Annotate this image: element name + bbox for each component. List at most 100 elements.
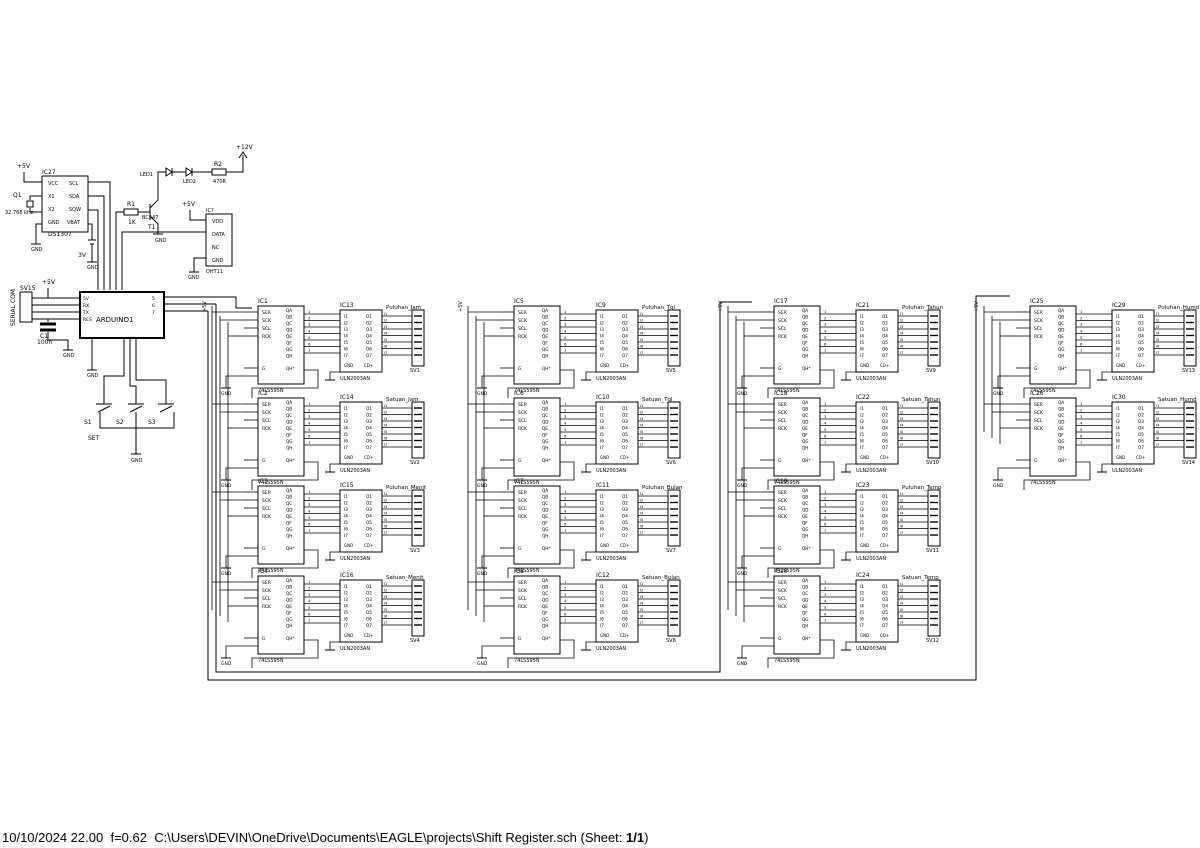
uln-gnd-wire — [845, 463, 860, 472]
output-line-label: I1 — [384, 492, 387, 496]
footer-datetime: 10/10/2024 22.00 — [2, 830, 104, 845]
shift-register-name: IC3 — [258, 478, 268, 485]
output-line-label: I7 — [900, 351, 903, 355]
switches-gnd-label: GND — [131, 458, 143, 464]
serial-gnd-label: GND — [63, 353, 75, 359]
output-line-label: I6 — [900, 437, 904, 441]
connector-name: SV3 — [410, 548, 420, 554]
uln-pin-output: O3 — [622, 419, 628, 424]
shift-register-pin-left: SCL — [778, 596, 787, 602]
data-line-number: 5 — [1080, 335, 1083, 340]
shift-register-gnd-wire — [741, 645, 774, 658]
rtc-pin-vcc: VCC — [48, 181, 59, 187]
uln-pin-input: I2 — [344, 321, 348, 326]
uln-pin-cd: CD+ — [364, 633, 373, 638]
uln-pin-input: I7 — [600, 353, 604, 358]
uln-pin-input: I1 — [860, 406, 864, 411]
output-line-label: I1 — [900, 492, 903, 496]
uln-pin-output: O5 — [366, 432, 372, 437]
uln-pin-input: I3 — [344, 507, 348, 512]
output-line-label: I6 — [640, 345, 644, 349]
connector-block — [667, 401, 681, 459]
uln-pin-input: I2 — [344, 591, 348, 596]
uln-pin-input: I5 — [344, 432, 348, 437]
uln-pin-input: I3 — [860, 419, 864, 424]
output-line-label: I4 — [1156, 424, 1160, 428]
uln-driver-chip — [855, 489, 899, 553]
uln-pin-output: O4 — [882, 514, 888, 519]
output-line-label: I2 — [900, 499, 903, 503]
shift-register-pin-left: SER — [262, 402, 271, 408]
shift-register-pin-right: QE — [802, 334, 808, 339]
connector-label: Satuan_Humd — [1158, 397, 1197, 403]
capacitor-name: C1 — [40, 333, 48, 340]
uln-pin-cd: CD+ — [880, 633, 889, 638]
output-line-label: I1 — [640, 404, 643, 408]
arduino-pin-5v: 5V — [83, 296, 90, 302]
data-line-number: 1 — [564, 489, 567, 494]
uln-driver-chip — [1111, 401, 1155, 465]
shift-register-pin-left: SER — [1034, 402, 1043, 408]
shift-register-pin-right: QF — [802, 433, 808, 438]
uln-driver-chip — [595, 309, 639, 373]
connector-block — [411, 401, 425, 459]
uln-pin-input: I4 — [344, 604, 348, 609]
uln-pin-input: I3 — [600, 419, 604, 424]
uln-driver-chip — [339, 401, 383, 465]
uln-pin-output: O5 — [882, 610, 888, 615]
shift-register-pin-left: SER — [778, 402, 787, 408]
data-line-number: 2 — [824, 408, 827, 413]
output-line-label: I6 — [900, 345, 904, 349]
data-line-number: 2 — [308, 316, 311, 321]
uln-driver-chip — [595, 489, 639, 553]
shift-register-pin-right: QB — [802, 495, 808, 500]
uln-pin-input: I6 — [600, 439, 604, 444]
data-line-number: 2 — [564, 586, 567, 591]
uln-pin-output: O2 — [1138, 321, 1144, 326]
data-line-number: 6 — [824, 434, 827, 439]
register-group-ic5: IC5SERSCKSCLRCKGQAQBQCQDQEQFQGQHQH*74LS5… — [468, 298, 681, 398]
uln-driver-chip — [339, 579, 383, 643]
register-group-ic1: IC1SERSCKSCLRCKGQAQBQCQDQEQFQGQHQH*74LS5… — [212, 298, 425, 398]
uln-pin-output: O7 — [1138, 353, 1144, 358]
shift-register-pin-right: QH — [1058, 446, 1064, 451]
connector-block — [1183, 401, 1197, 459]
rtc-pin-x2: X2 — [48, 207, 55, 213]
shift-register-pin-right: QE — [802, 514, 808, 519]
data-line-number: 7 — [564, 440, 567, 445]
output-line-label: I2 — [900, 589, 903, 593]
output-line-label: I4 — [900, 332, 904, 336]
uln-pin-output: O7 — [622, 623, 628, 628]
output-line-label: I2 — [384, 499, 387, 503]
uln-gnd-wire — [585, 551, 600, 560]
rtc-name: IC27 — [42, 169, 56, 176]
shift-register-part: 74LS595N — [774, 388, 800, 394]
switch-s2: S2 — [116, 419, 124, 426]
uln-driver-name: IC24 — [856, 572, 870, 579]
connector-label: Satuan_Temp — [902, 575, 939, 581]
output-line-label: I4 — [1156, 332, 1160, 336]
shift-register-pin-right: QG — [542, 527, 549, 532]
shift-register-pin-right: QA — [542, 578, 548, 583]
crystal-value: 32.768 kHz — [5, 210, 34, 216]
output-line-label: I6 — [900, 615, 904, 619]
shift-register-pin-left: SCK — [262, 410, 272, 416]
shift-register-pin-qh: QH* — [542, 636, 551, 641]
shift-register-pin-left: SCK — [778, 588, 788, 594]
uln-pin-gnd: GND — [860, 543, 869, 548]
output-line-label: I1 — [640, 582, 643, 586]
uln-pin-input: I3 — [860, 327, 864, 332]
shift-register-chip — [773, 305, 821, 385]
led2-symbol — [185, 167, 193, 177]
dht-pin-data: DATA — [212, 232, 225, 238]
uln-pin-output: O6 — [1138, 439, 1144, 444]
shift-register-pin-right: QG — [802, 347, 809, 352]
r2-resistor — [211, 168, 227, 176]
uln-pin-output: O3 — [882, 419, 888, 424]
output-line-label: I3 — [384, 417, 387, 421]
shift-register-pin-left: SCL — [518, 506, 527, 512]
uln-gnd-wire — [1101, 371, 1116, 380]
output-line-label: I1 — [1156, 404, 1159, 408]
uln-driver-part: ULN2003AN — [596, 556, 626, 562]
shift-register-pin-qh: QH* — [542, 458, 551, 463]
